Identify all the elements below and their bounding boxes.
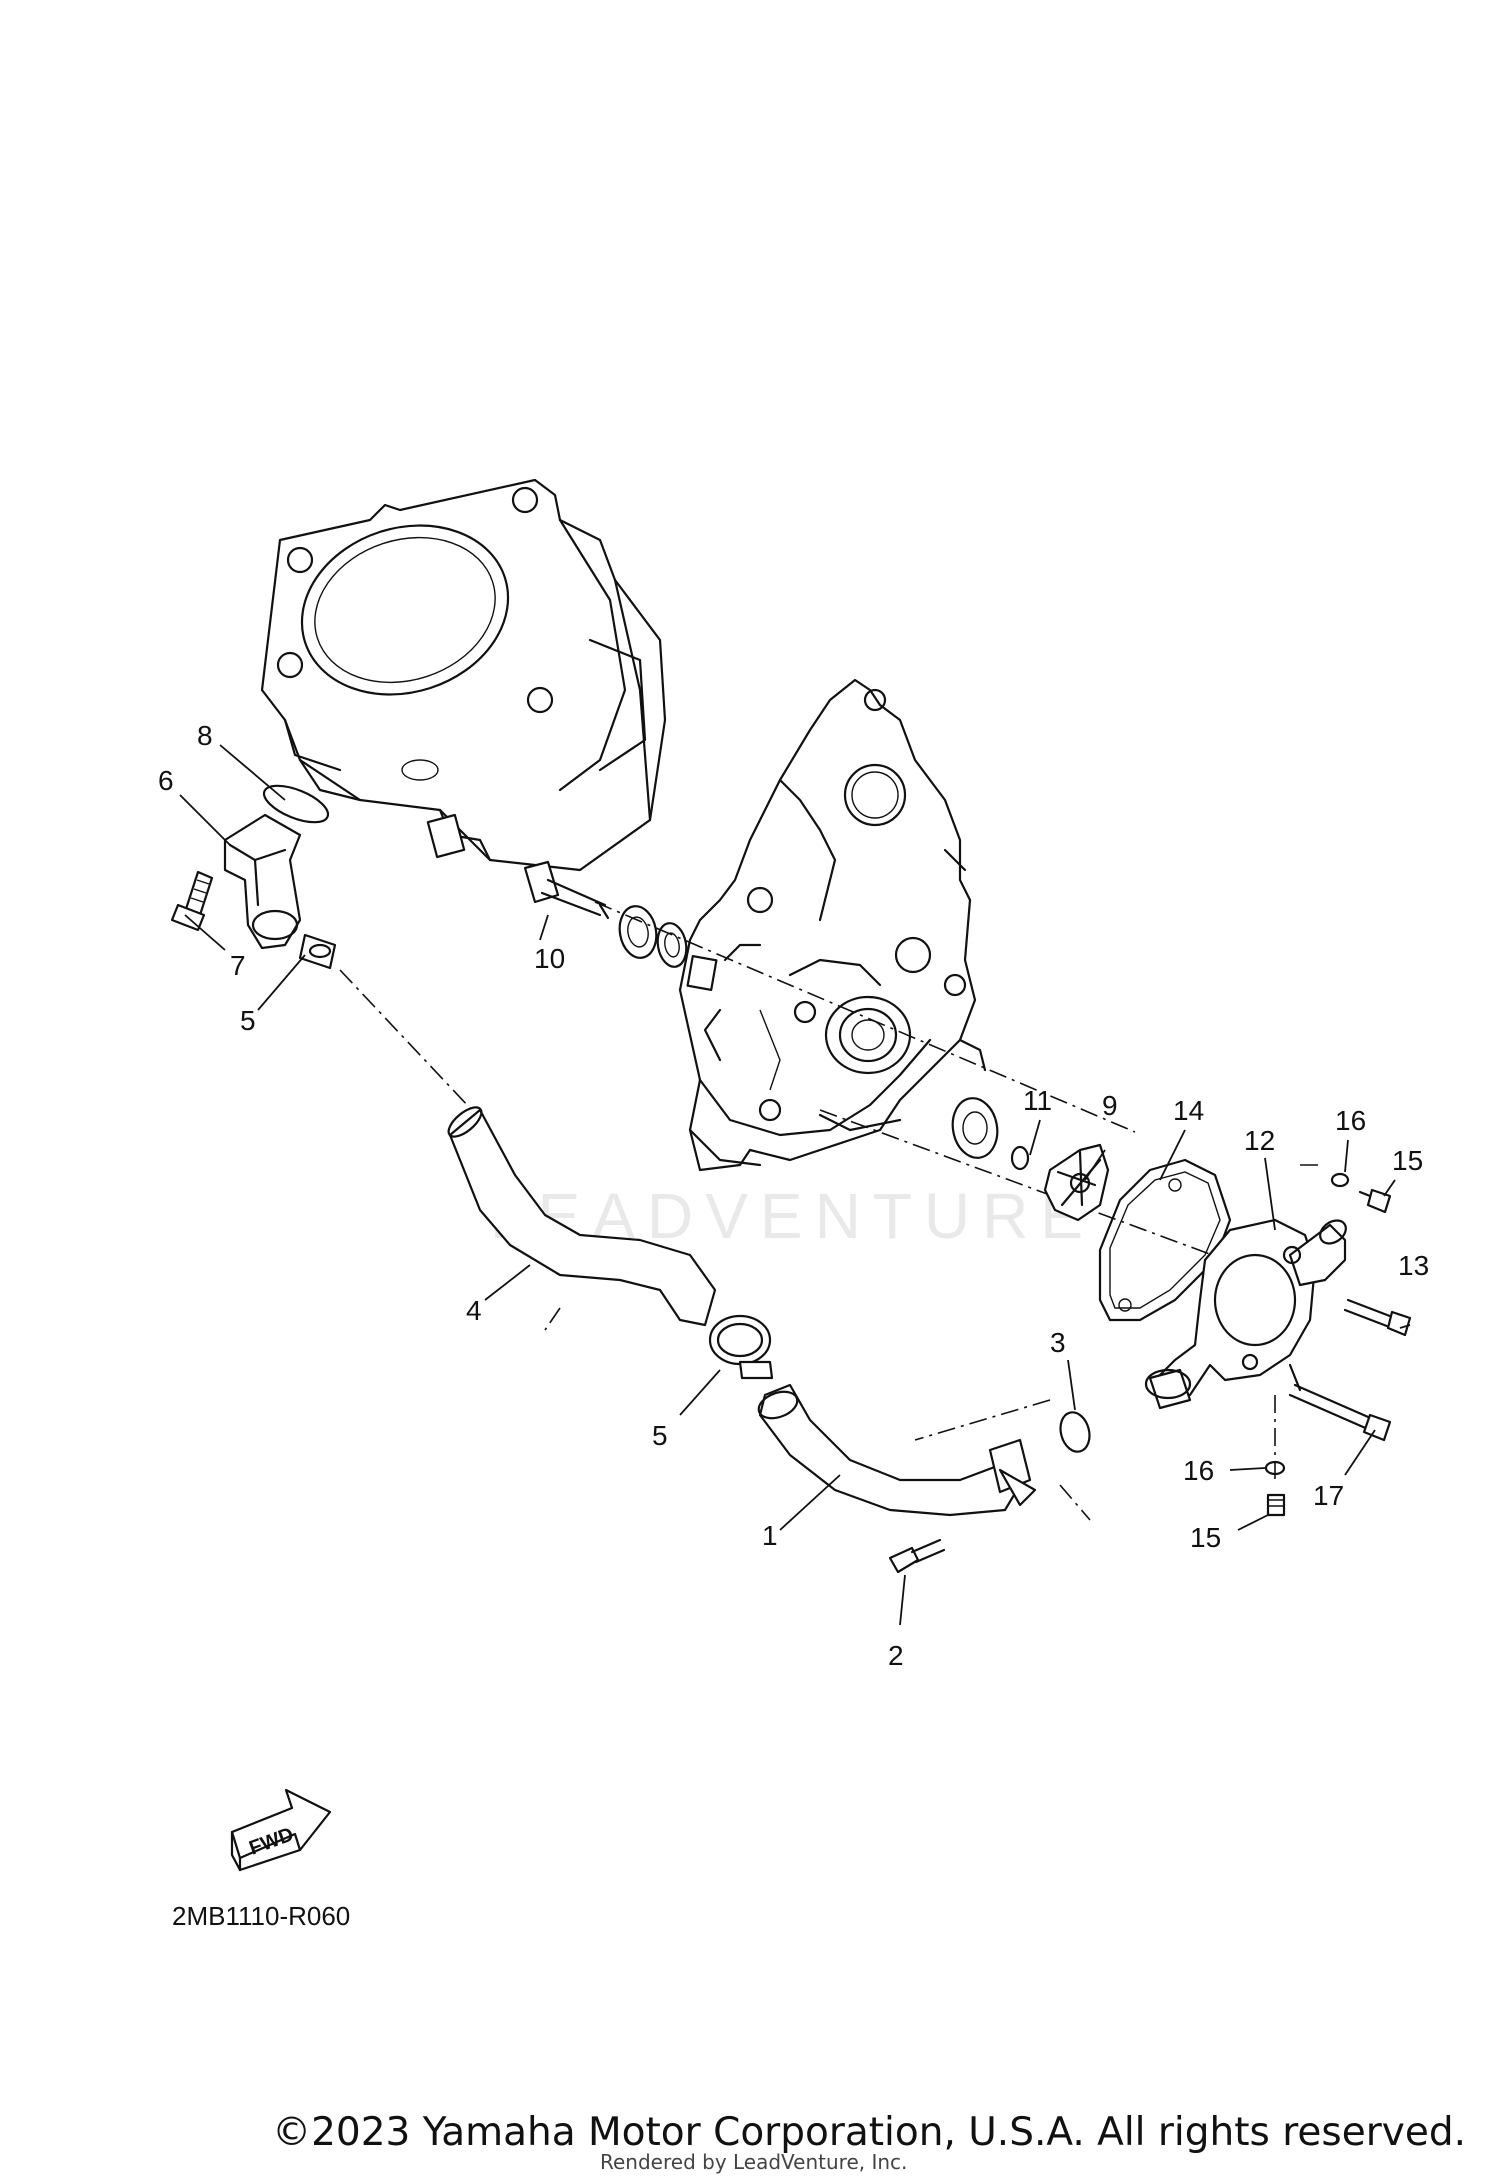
diagram-code: 2MB1110-R060 — [172, 1901, 350, 1931]
fwd-arrow-icon: FWD — [230, 1788, 332, 1872]
callout-15-upper: 15 — [1392, 1145, 1423, 1176]
callout-3: 3 — [1050, 1327, 1066, 1358]
callout-2: 2 — [888, 1640, 904, 1671]
part-10-impeller-shaft — [523, 860, 610, 920]
callout-14: 14 — [1173, 1095, 1204, 1126]
callout-16-upper: 16 — [1335, 1105, 1366, 1136]
callout-13: 13 — [1398, 1250, 1429, 1281]
part-15-16-upper-bolt-washer — [1330, 1172, 1392, 1214]
callout-7: 7 — [230, 950, 246, 981]
callout-leader-lines — [179, 744, 1411, 1626]
callout-1: 1 — [762, 1520, 778, 1551]
bearing-seal-pair — [618, 905, 688, 968]
part-15-16-lower-bolt-washer — [1264, 1460, 1286, 1517]
part-12-pump-cover — [1144, 1218, 1347, 1410]
callout-9: 9 — [1102, 1090, 1118, 1121]
copyright-notice: ©2023 Yamaha Motor Corporation, U.S.A. A… — [272, 2110, 1466, 2155]
callout-numbers: 8 6 7 5 10 4 5 1 2 3 11 9 14 12 16 15 13… — [158, 720, 1429, 1671]
callout-5-upper: 5 — [240, 1005, 256, 1036]
part-11-seal — [951, 1097, 1030, 1171]
cylinder-drawing — [260, 478, 667, 872]
part-8-o-ring — [262, 784, 330, 824]
callout-16-lower: 16 — [1183, 1455, 1214, 1486]
part-3-o-ring — [1059, 1411, 1091, 1453]
rendered-by-text: Rendered by LeadVenture, Inc. — [600, 2150, 908, 2174]
callout-8: 8 — [197, 720, 213, 751]
callout-6: 6 — [158, 765, 174, 796]
callout-15-lower: 15 — [1190, 1522, 1221, 1553]
callout-11: 11 — [1023, 1085, 1052, 1116]
part-9-impeller — [1043, 1143, 1110, 1222]
callout-5-lower: 5 — [652, 1420, 668, 1451]
crankcase-cover-drawing — [678, 678, 987, 1172]
part-1-water-pipe — [757, 1383, 1037, 1517]
part-6-outlet-joint — [223, 813, 302, 950]
callout-17: 17 — [1313, 1480, 1344, 1511]
part-5-lower-clamp — [708, 1314, 774, 1380]
part-4-water-hose — [447, 1106, 717, 1327]
callout-12: 12 — [1244, 1125, 1275, 1156]
callout-10: 10 — [534, 943, 565, 974]
callout-4: 4 — [466, 1295, 482, 1326]
part-2-bolt — [888, 1538, 946, 1574]
part-5-upper-clamp — [298, 933, 337, 970]
part-13-bolt — [1343, 1298, 1412, 1337]
part-17-long-bolt — [1288, 1383, 1392, 1442]
